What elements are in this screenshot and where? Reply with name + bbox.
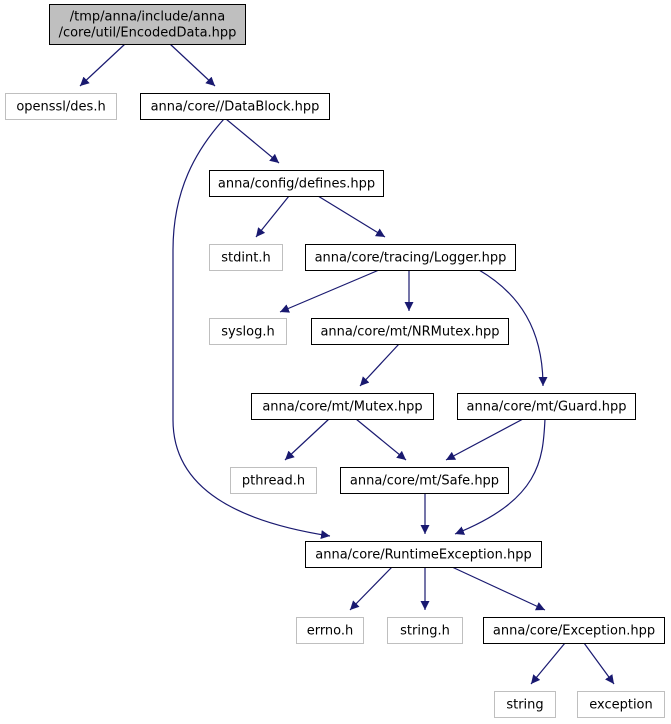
node-exceptionhpp[interactable]: anna/core/Exception.hpp xyxy=(483,617,665,644)
edges-layer xyxy=(79,43,615,685)
node-label: openssl/des.h xyxy=(16,100,105,115)
node-stringh: string.h xyxy=(387,617,463,644)
node-box xyxy=(49,4,246,45)
node-mutex[interactable]: anna/core/mt/Mutex.hpp xyxy=(251,393,434,420)
node-label: anna/config/defines.hpp xyxy=(218,177,375,192)
node-label: anna/core/mt/NRMutex.hpp xyxy=(320,325,499,340)
node-label: /core/util/EncodedData.hpp xyxy=(59,26,237,41)
edge-root-to-datablock xyxy=(169,43,216,87)
edge-nrmutex-to-mutex xyxy=(359,343,400,387)
node-exception: exception xyxy=(577,691,665,718)
node-box xyxy=(296,617,364,644)
node-box xyxy=(209,244,283,271)
edge-logger-to-syslog xyxy=(279,269,380,313)
node-box xyxy=(305,541,542,568)
node-label: stdint.h xyxy=(221,251,270,266)
edge-mutex-to-pthread xyxy=(284,418,330,461)
node-box xyxy=(387,617,463,644)
node-label: anna/core/mt/Guard.hpp xyxy=(467,400,627,415)
edge-exceptionhpp-to-exception xyxy=(583,642,615,685)
node-label: syslog.h xyxy=(221,325,274,340)
nodes-layer: /tmp/anna/include/anna/core/util/Encoded… xyxy=(5,4,665,718)
node-label: errno.h xyxy=(307,624,354,639)
node-box xyxy=(457,393,636,420)
edge-exceptionhpp-to-string xyxy=(530,642,566,685)
node-pthread: pthread.h xyxy=(230,467,317,494)
node-errno: errno.h xyxy=(296,617,364,644)
node-guard[interactable]: anna/core/mt/Guard.hpp xyxy=(457,393,636,420)
node-datablock[interactable]: anna/core//DataBlock.hpp xyxy=(140,93,330,120)
node-label: anna/core/tracing/Logger.hpp xyxy=(315,251,507,266)
edge-guard-to-runtime xyxy=(454,418,546,535)
node-label: anna/core/Exception.hpp xyxy=(493,624,655,639)
node-label: anna/core/mt/Mutex.hpp xyxy=(262,400,422,415)
edge-datablock-to-runtime xyxy=(172,118,331,540)
node-box xyxy=(577,691,665,718)
edge-root-to-openssl xyxy=(79,43,126,87)
node-root[interactable]: /tmp/anna/include/anna/core/util/Encoded… xyxy=(49,4,246,45)
node-string: string xyxy=(494,691,556,718)
edge-datablock-to-defines xyxy=(225,118,280,164)
node-box xyxy=(140,93,330,120)
edge-logger-to-guard xyxy=(478,269,548,387)
edge-runtime-to-exceptionhpp xyxy=(451,566,546,611)
node-label: string xyxy=(506,698,543,713)
edge-guard-to-safe xyxy=(445,418,524,461)
node-box xyxy=(305,244,516,271)
node-label: anna/core/mt/Safe.hpp xyxy=(350,474,499,489)
node-box xyxy=(340,467,509,494)
node-openssl: openssl/des.h xyxy=(5,93,117,120)
node-syslog: syslog.h xyxy=(209,318,287,345)
node-nrmutex[interactable]: anna/core/mt/NRMutex.hpp xyxy=(311,318,509,345)
node-box xyxy=(230,467,317,494)
node-label: pthread.h xyxy=(242,474,305,489)
node-box xyxy=(251,393,434,420)
node-box xyxy=(311,318,509,345)
node-label: /tmp/anna/include/anna xyxy=(70,10,225,25)
node-label: anna/core//DataBlock.hpp xyxy=(151,100,320,115)
edge-defines-to-stdint xyxy=(255,195,290,238)
node-box xyxy=(209,318,287,345)
edge-runtime-to-errno xyxy=(349,566,393,611)
edge-mutex-to-safe xyxy=(355,418,407,461)
node-safe[interactable]: anna/core/mt/Safe.hpp xyxy=(340,467,509,494)
node-box xyxy=(483,617,665,644)
node-box xyxy=(494,691,556,718)
node-label: anna/core/RuntimeException.hpp xyxy=(315,548,531,563)
node-defines[interactable]: anna/config/defines.hpp xyxy=(209,170,384,197)
node-stdint: stdint.h xyxy=(209,244,283,271)
node-logger[interactable]: anna/core/tracing/Logger.hpp xyxy=(305,244,516,271)
node-box xyxy=(209,170,384,197)
node-label: string.h xyxy=(400,624,450,639)
node-box xyxy=(5,93,117,120)
node-label: exception xyxy=(589,698,653,713)
node-runtime[interactable]: anna/core/RuntimeException.hpp xyxy=(305,541,542,568)
edge-defines-to-logger xyxy=(317,195,386,238)
